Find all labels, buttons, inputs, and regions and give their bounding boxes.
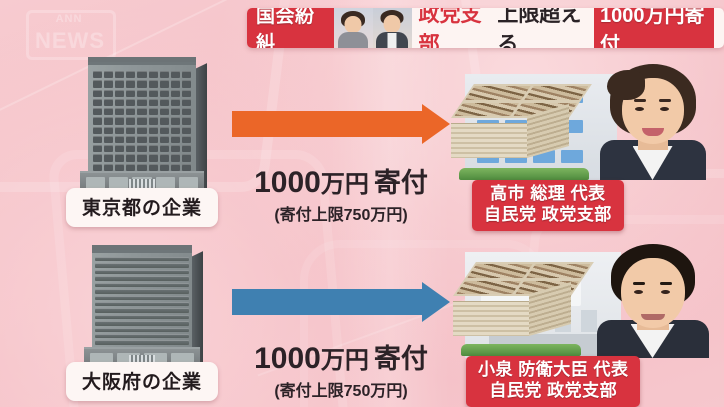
face-shape: [344, 16, 362, 33]
amount-main-line: 1000万円寄付: [236, 168, 446, 198]
office-building-osaka: [84, 245, 203, 373]
headline-amount-chip: 1000万円寄付: [593, 8, 715, 48]
label-company-osaka: 大阪府の企業: [66, 362, 219, 401]
eye-shape: [635, 107, 644, 111]
arrow-head: [422, 282, 450, 322]
mouth-shape: [641, 128, 664, 136]
eye-shape: [660, 107, 669, 111]
arrow-shaft: [232, 289, 422, 315]
amount-action: 寄付: [373, 344, 428, 374]
headline-thumb-koizumi: [372, 8, 412, 48]
eyebrow-shape: [633, 282, 645, 285]
scene-osaka-recipient: [447, 240, 724, 358]
amount-main-line: 1000万円寄付: [236, 344, 446, 374]
ann-news-logo-watermark: ANN NEWS: [8, 6, 126, 60]
portrait-koizumi: [581, 240, 724, 358]
amount-note: (寄付上限750万円): [274, 383, 408, 400]
body-shape: [338, 32, 369, 48]
nameplate-line2: 自民党 政党支部: [489, 380, 618, 400]
money-stack-osaka: [453, 262, 594, 336]
headline-dark-text: 上限超える: [497, 8, 582, 48]
nameplate-line2: 自民党 政党支部: [484, 204, 612, 224]
arrow-osaka-donation: [232, 282, 450, 322]
eyebrow-shape: [659, 99, 671, 102]
office-building-tokyo: [80, 57, 207, 197]
building-facade: [84, 250, 200, 373]
nameplate-takaichi: 高市 総理 代表 自民党 政党支部: [472, 180, 624, 232]
window-band-grid: [95, 257, 189, 345]
eyebrow-shape: [634, 99, 646, 102]
arrow-head: [422, 104, 450, 144]
headline-text-group: 政党支部 上限超える 1000万円寄付: [412, 8, 724, 48]
headline-red-text: 政党支部: [418, 8, 482, 48]
headline-banner: 国会紛糾 政党支部 上限超える 1000万円寄付: [247, 8, 724, 48]
money-front: [453, 301, 529, 336]
headline-tag: 国会紛糾: [247, 8, 334, 48]
amount-action: 寄付: [373, 168, 428, 198]
eye-shape: [634, 290, 643, 294]
money-top-bundles: [453, 262, 594, 296]
arrow-tokyo-donation: [232, 104, 450, 144]
eye-shape: [661, 290, 670, 294]
headline-thumb-takaichi: [333, 8, 373, 48]
amount-note: (寄付上限750万円): [274, 207, 408, 224]
logo-frame: [26, 10, 116, 60]
amount-number: 1000: [254, 342, 321, 375]
building-facade: [80, 62, 204, 197]
nameplate-koizumi: 小泉 防衛大臣 代表 自民党 政党支部: [466, 356, 641, 407]
headline-thumbnail-pair: [333, 8, 412, 48]
arrow-shaft: [232, 111, 422, 137]
label-company-tokyo: 東京都の企業: [66, 188, 219, 227]
scene-tokyo-recipient: [447, 56, 724, 180]
amount-tokyo: 1000万円寄付 (寄付上限750万円): [236, 168, 446, 225]
building-roof: [92, 245, 192, 250]
shirt-shape: [387, 33, 397, 48]
building-roof: [88, 57, 196, 62]
face-shape: [383, 15, 401, 33]
money-top-bundles: [451, 84, 592, 118]
logo-ann-text: ANN: [55, 13, 83, 25]
portrait-takaichi: [581, 56, 724, 180]
amount-unit: 万円: [320, 171, 369, 198]
hair-fringe-shape: [607, 70, 645, 100]
amount-osaka: 1000万円寄付 (寄付上限750万円): [236, 344, 446, 401]
money-front: [451, 123, 527, 158]
amount-unit: 万円: [320, 347, 369, 374]
window-grid: [93, 71, 191, 171]
hq-window: [581, 310, 597, 332]
nameplate-line1: 小泉 防衛大臣 代表: [478, 360, 629, 379]
logo-news-text: NEWS: [35, 28, 105, 53]
amount-number: 1000: [254, 166, 321, 199]
money-stack-tokyo: [451, 84, 592, 158]
hedge-shape: [461, 344, 581, 356]
nameplate-line1: 高市 総理 代表: [490, 184, 606, 203]
mouth-shape: [640, 314, 665, 320]
eyebrow-shape: [660, 282, 672, 285]
hedge-shape: [459, 168, 589, 180]
